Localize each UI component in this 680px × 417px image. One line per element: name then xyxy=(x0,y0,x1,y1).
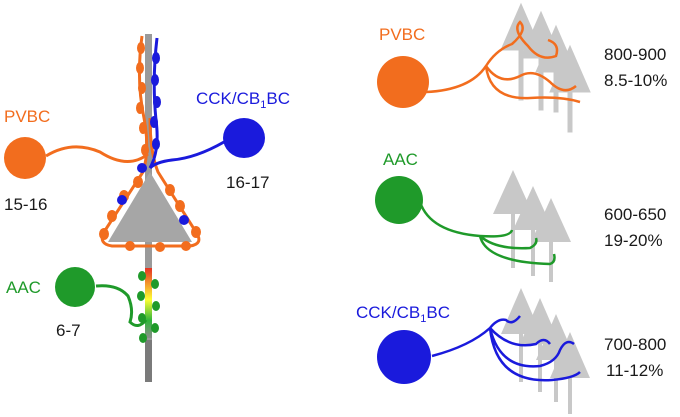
right-row-cck: CCK/CB1BC 700-800 11-12% xyxy=(356,288,666,414)
aac-label-left: AAC xyxy=(6,278,41,297)
cck-cell-body-left xyxy=(223,118,265,158)
aac-percent-right: 19-20% xyxy=(604,231,663,250)
aac-cells-right: 600-650 xyxy=(604,205,666,224)
cck-label-left-tail: BC xyxy=(266,89,290,108)
cck-axon-left xyxy=(148,140,225,170)
aac-target-cells xyxy=(493,170,571,282)
cck-cells-right: 700-800 xyxy=(604,335,666,354)
right-row-aac: AAC 600-650 19-20% xyxy=(375,150,666,282)
pvbc-cell-body-right xyxy=(377,56,429,108)
cck-target-cells xyxy=(501,288,590,414)
cck-axon-right xyxy=(431,315,581,382)
pvbc-label-right: PVBC xyxy=(379,25,425,44)
cck-count-left: 16-17 xyxy=(226,173,269,192)
cck-boutons xyxy=(117,52,189,225)
aac-axon-right xyxy=(418,201,556,266)
pvbc-target-cells xyxy=(500,2,591,133)
aac-axon-left xyxy=(95,284,148,327)
right-row-pvbc: PVBC 800-900 8.5-10% xyxy=(377,2,667,133)
aac-cell-body-left xyxy=(55,267,95,307)
pvbc-cells-right: 800-900 xyxy=(604,45,666,64)
cck-cell-body-right xyxy=(377,330,431,384)
pvbc-axon-right xyxy=(425,20,581,104)
cck-label-left: CCK/CB1BC xyxy=(196,89,290,111)
axon-initial-segment xyxy=(145,268,152,338)
aac-cell-body-right xyxy=(375,176,423,224)
cck-label-left-main: CCK/CB xyxy=(196,89,260,108)
pvbc-label-left: PVBC xyxy=(4,107,50,126)
cck-label-right-main: CCK/CB xyxy=(356,303,420,322)
principal-cell-soma xyxy=(108,172,192,242)
cck-percent-right: 11-12% xyxy=(606,361,663,380)
cck-label-right-tail: BC xyxy=(426,303,450,322)
principal-cell-axon-tip xyxy=(145,340,152,382)
left-panel: PVBC 15-16 CCK/CB1BC 16-17 AAC 6-7 xyxy=(4,34,290,382)
pvbc-count-left: 15-16 xyxy=(4,195,47,214)
aac-count-left: 6-7 xyxy=(56,321,81,340)
aac-label-right: AAC xyxy=(383,150,418,169)
cck-label-right-sub: 1 xyxy=(420,313,426,325)
pvbc-axon-left xyxy=(45,145,149,163)
aac-boutons xyxy=(137,271,160,343)
cck-label-left-sub: 1 xyxy=(260,99,266,111)
pvbc-percent-right: 8.5-10% xyxy=(604,71,667,90)
cck-label-right: CCK/CB1BC xyxy=(356,303,450,325)
pvbc-cell-body-left xyxy=(4,137,46,179)
